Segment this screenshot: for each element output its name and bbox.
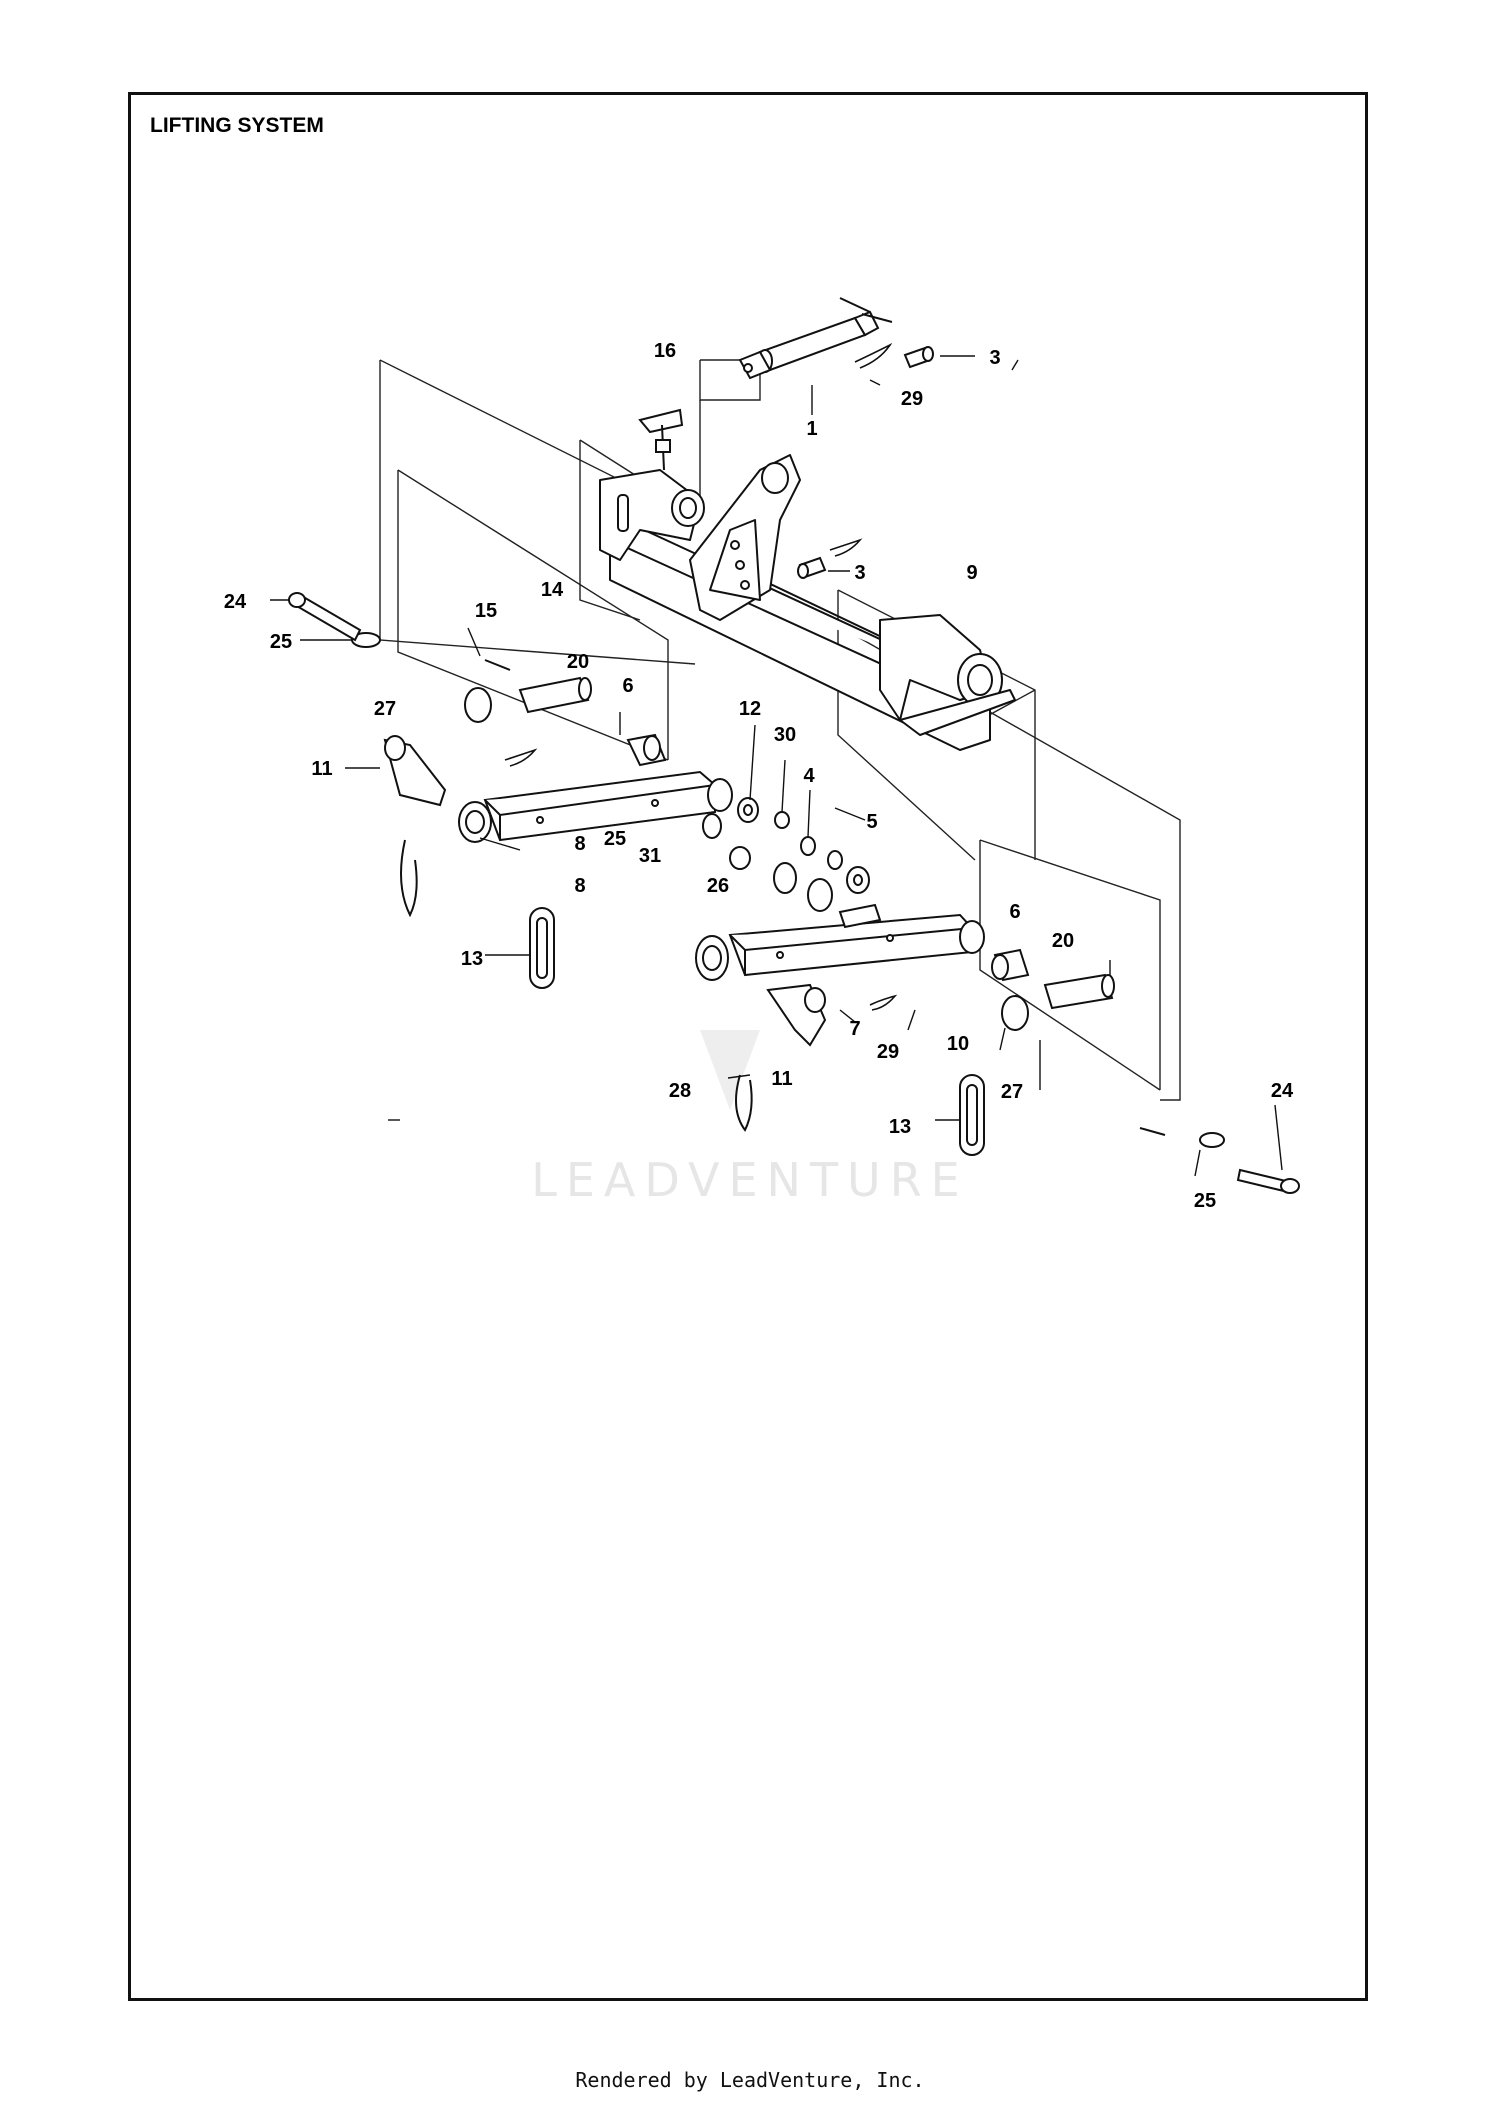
- bushings-and-rollers: [351, 632, 1225, 1148]
- callout-5: 5: [866, 811, 877, 833]
- callout-24-right: 24: [1271, 1080, 1294, 1102]
- callout-12: 12: [739, 698, 761, 720]
- clevis-pin-part-3-mid: [797, 556, 827, 579]
- callout-16: 16: [654, 340, 676, 362]
- callout-25-left: 25: [270, 631, 292, 653]
- callout-8-small: 8: [574, 833, 585, 855]
- footer-credit: Rendered by LeadVenture, Inc.: [575, 2068, 925, 2092]
- lift-cylinder-part-1: [738, 297, 893, 380]
- callout-26: 26: [707, 875, 729, 897]
- callout-13-left: 13: [461, 948, 483, 970]
- callout-31: 31: [639, 845, 661, 867]
- watermark-logo: [700, 1030, 760, 1110]
- callout-11-left: 11: [311, 758, 332, 780]
- callout-1: 1: [806, 418, 817, 440]
- callout-9: 9: [966, 562, 977, 584]
- callout-14: 14: [541, 579, 564, 601]
- callout-11-right: 11: [771, 1068, 792, 1090]
- callout-27-right: 27: [1001, 1081, 1023, 1103]
- callout-3-mid: 3: [854, 562, 865, 584]
- callout-25-mid: 25: [604, 828, 626, 850]
- page-title: LIFTING SYSTEM: [150, 114, 324, 137]
- watermark: LEADVENTURE: [531, 1030, 969, 1207]
- clevis-pin-part-3-top: [903, 346, 934, 369]
- callout-4: 4: [803, 765, 815, 787]
- callout-15: 15: [475, 600, 497, 622]
- callout-28: 28: [669, 1080, 691, 1102]
- callout-leaders: [270, 355, 1283, 1177]
- bolts-part-24: [288, 592, 1300, 1194]
- callout-7: 7: [849, 1018, 860, 1040]
- lift-arm-part-8: [458, 770, 733, 843]
- callout-10: 10: [947, 1033, 969, 1055]
- callout-27-left: 27: [374, 698, 396, 720]
- axle-frame-part-9: [599, 454, 1016, 751]
- callout-20-left: 20: [567, 651, 589, 673]
- callout-8: 8: [574, 875, 585, 897]
- diagram-frame: [128, 92, 1368, 2001]
- callout-30: 30: [774, 724, 796, 746]
- callout-24-left: 24: [224, 591, 247, 613]
- callout-13-right: 13: [889, 1116, 911, 1138]
- callout-3-top: 3: [989, 347, 1000, 369]
- watermark-text: LEADVENTURE: [531, 1153, 969, 1207]
- callout-numbers: 16 1 3 29 3 9 24 25 14 15 20 6 27 12 30 …: [224, 340, 1294, 1212]
- callout-20-right: 20: [1052, 930, 1074, 952]
- callout-6-left: 6: [622, 675, 633, 697]
- lift-arm-part-7: [695, 913, 985, 981]
- callout-29-right: 29: [877, 1041, 899, 1063]
- callout-6-right: 6: [1009, 901, 1020, 923]
- lever-knob-part-16: [638, 408, 684, 471]
- callout-29-top: 29: [901, 388, 923, 410]
- callout-25-right: 25: [1194, 1190, 1216, 1212]
- handles-part-11-and-links-part-13: [383, 735, 985, 1156]
- hairpin-clips: [504, 342, 898, 1011]
